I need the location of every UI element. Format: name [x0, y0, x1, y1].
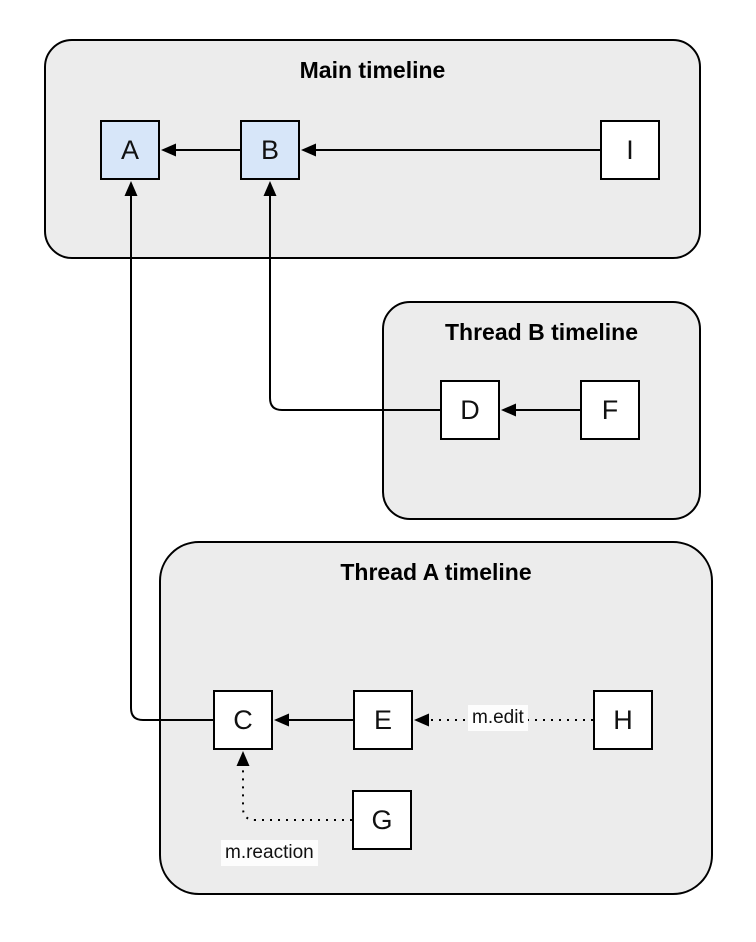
node-a: A	[100, 120, 160, 180]
arrowhead-into-d-left	[501, 403, 516, 417]
arrowhead-into-a-bottom	[124, 181, 138, 196]
node-h: H	[593, 690, 653, 750]
thread-b-timeline-title: Thread B timeline	[445, 319, 638, 345]
edge-label-m-edit: m.edit	[468, 705, 528, 731]
edge-label-m-reaction: m.reaction	[221, 840, 318, 866]
arrowhead-into-e-left	[414, 713, 429, 727]
node-i: I	[600, 120, 660, 180]
edge-g-to-c-dotted	[242, 766, 352, 821]
node-e: E	[353, 690, 413, 750]
node-b: B	[240, 120, 300, 180]
edge-d-to-b	[269, 196, 440, 411]
thread-a-timeline-title: Thread A timeline	[340, 559, 532, 585]
arrowhead-into-c-bottom	[236, 751, 250, 766]
node-g: G	[352, 790, 412, 850]
arrowhead-into-a-left	[161, 143, 176, 157]
node-c: C	[213, 690, 273, 750]
node-f: F	[580, 380, 640, 440]
arrowhead-into-b-left	[301, 143, 316, 157]
main-timeline-title: Main timeline	[299, 57, 446, 83]
arrowhead-into-c-left	[274, 713, 289, 727]
arrowhead-into-b-bottom	[263, 181, 277, 196]
node-d: D	[440, 380, 500, 440]
edge-c-to-a	[130, 196, 213, 721]
